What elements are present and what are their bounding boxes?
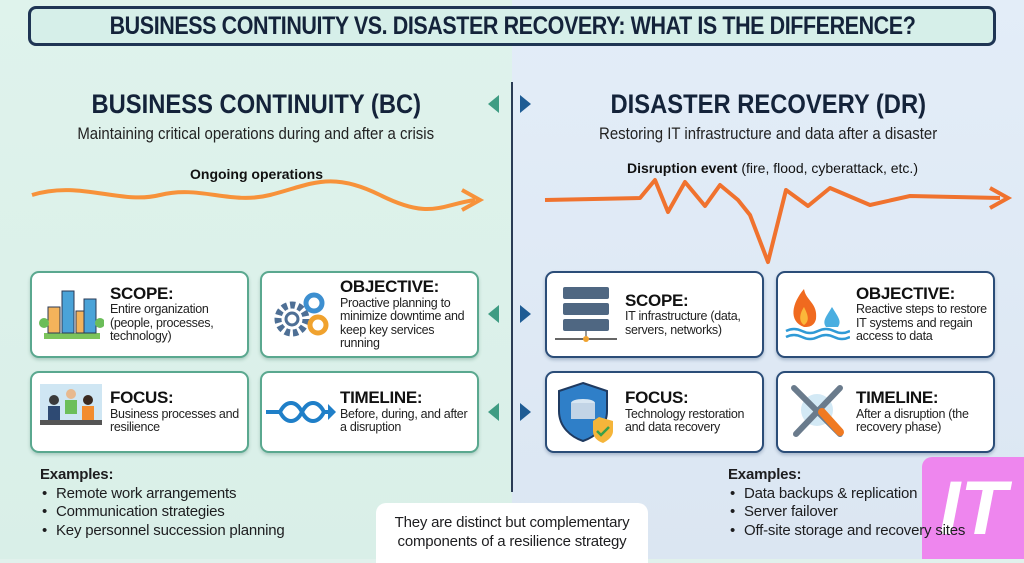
infinity-arrow-icon <box>262 377 340 447</box>
disruption-line <box>544 178 1001 264</box>
card-title: FOCUS: <box>110 388 174 408</box>
arrowhead-icon <box>989 186 1013 210</box>
list-item: Data backups & replication <box>728 485 965 504</box>
dr-timeline-card: TIMELINE:After a disruption (the recover… <box>776 371 995 453</box>
dr-scope-card: SCOPE:IT infrastructure (data, servers, … <box>545 271 764 358</box>
card-text: IT infrastructure (data, servers, networ… <box>625 309 741 337</box>
dr-examples: Examples: Data backups & replicationServ… <box>728 466 965 540</box>
bc-heading: BUSINESS CONTINUITY (BC) <box>91 89 421 119</box>
divider <box>511 82 513 492</box>
list-item: Communication strategies <box>40 503 285 522</box>
dr-line-label: Disruption event (fire, flood, cyberatta… <box>627 160 918 176</box>
card-text: Entire organization (people, processes, … <box>110 302 214 344</box>
bc-line-label: Ongoing operations <box>190 166 323 182</box>
gears-icon <box>262 280 340 350</box>
card-title: FOCUS: <box>625 388 689 408</box>
list-item: Key personnel succession planning <box>40 522 285 541</box>
bc-examples: Examples: Remote work arrangementsCommun… <box>40 466 285 540</box>
tools-icon <box>778 377 856 447</box>
list-item: Server failover <box>728 503 965 522</box>
dr-objective-card: OBJECTIVE:Reactive steps to restore IT s… <box>776 271 995 358</box>
shield-database-icon <box>547 377 625 447</box>
arrowhead-icon <box>461 188 485 212</box>
server-icon <box>547 280 625 350</box>
dr-focus-card: FOCUS:Technology restoration and data re… <box>545 371 764 453</box>
examples-title: Examples: <box>40 466 114 483</box>
card-title: OBJECTIVE: <box>340 277 440 297</box>
card-title: SCOPE: <box>625 290 689 310</box>
card-text: Technology restoration and data recovery <box>625 406 745 435</box>
card-text: After a disruption (the recovery phase) <box>856 406 969 435</box>
card-title: SCOPE: <box>110 284 174 304</box>
fire-flood-icon <box>778 280 856 350</box>
arrow-left-icon <box>488 403 499 421</box>
arrow-right-icon <box>520 403 531 421</box>
ongoing-operations-line <box>31 179 476 211</box>
list-item: Off-site storage and recovery sites <box>728 522 965 541</box>
bc-scope-card: SCOPE:Entire organization (people, proce… <box>30 271 249 358</box>
summary-note: They are distinct but complementary comp… <box>376 503 648 563</box>
arrow-left-icon <box>488 305 499 323</box>
card-text: Reactive steps to restore IT systems and… <box>856 302 987 344</box>
card-title: TIMELINE: <box>856 388 939 408</box>
bc-focus-card: FOCUS:Business processes and resilience <box>30 371 249 453</box>
card-text: Before, during, and after a disruption <box>340 406 468 435</box>
arrow-left-icon <box>488 95 499 113</box>
card-title: TIMELINE: <box>340 388 423 408</box>
team-meeting-icon <box>32 377 110 447</box>
page-title: BUSINESS CONTINUITY VS. DISASTER RECOVER… <box>28 6 996 46</box>
arrow-right-icon <box>520 95 531 113</box>
bc-objective-card: OBJECTIVE:Proactive planning to minimize… <box>260 271 479 358</box>
city-icon <box>32 280 110 350</box>
bc-timeline-card: TIMELINE:Before, during, and after a dis… <box>260 371 479 453</box>
card-title: OBJECTIVE: <box>856 284 956 304</box>
list-item: Remote work arrangements <box>40 485 285 504</box>
arrow-right-icon <box>520 305 531 323</box>
dr-heading: DISASTER RECOVERY (DR) <box>610 89 926 119</box>
examples-title: Examples: <box>728 466 802 483</box>
bc-subtitle: Maintaining critical operations during a… <box>77 124 435 143</box>
card-text: Proactive planning to minimize downtime … <box>340 295 465 351</box>
card-text: Business processes and resilience <box>110 406 239 435</box>
dr-subtitle: Restoring IT infrastructure and data aft… <box>598 124 938 143</box>
